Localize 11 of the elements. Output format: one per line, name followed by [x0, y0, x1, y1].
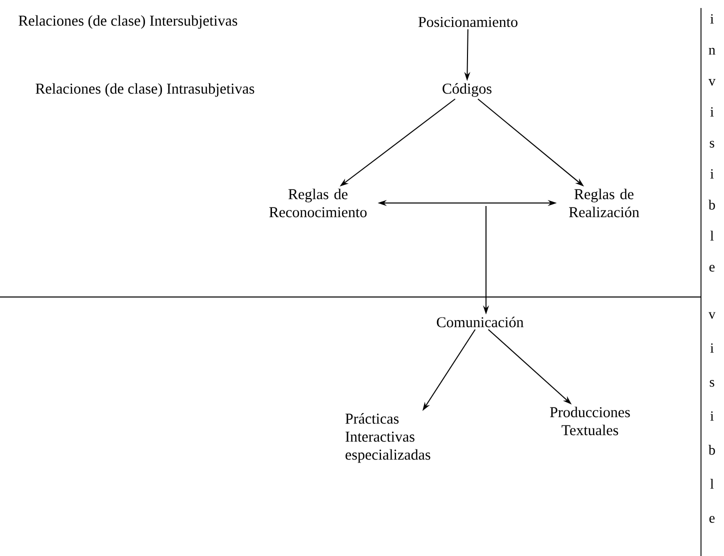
node-text: Códigos	[442, 83, 492, 97]
node-text: Comunicación	[436, 316, 524, 328]
label: Relaciones (de clase) Intersubjetivas	[18, 15, 238, 29]
node-text: Reglas de Reconocimiento	[269, 188, 367, 218]
node-text: Reglas de Realización	[569, 188, 640, 218]
node-text: Posicionamiento	[418, 16, 518, 28]
node-text: Prácticas Interactivas especializadas	[345, 413, 430, 463]
vertical-label: visible	[708, 312, 716, 523]
vertical-label: invisible	[708, 14, 716, 272]
node-text: Producciones Textuales	[550, 406, 630, 436]
label: Relaciones (de clase) Intrasubjetivas	[36, 83, 254, 97]
